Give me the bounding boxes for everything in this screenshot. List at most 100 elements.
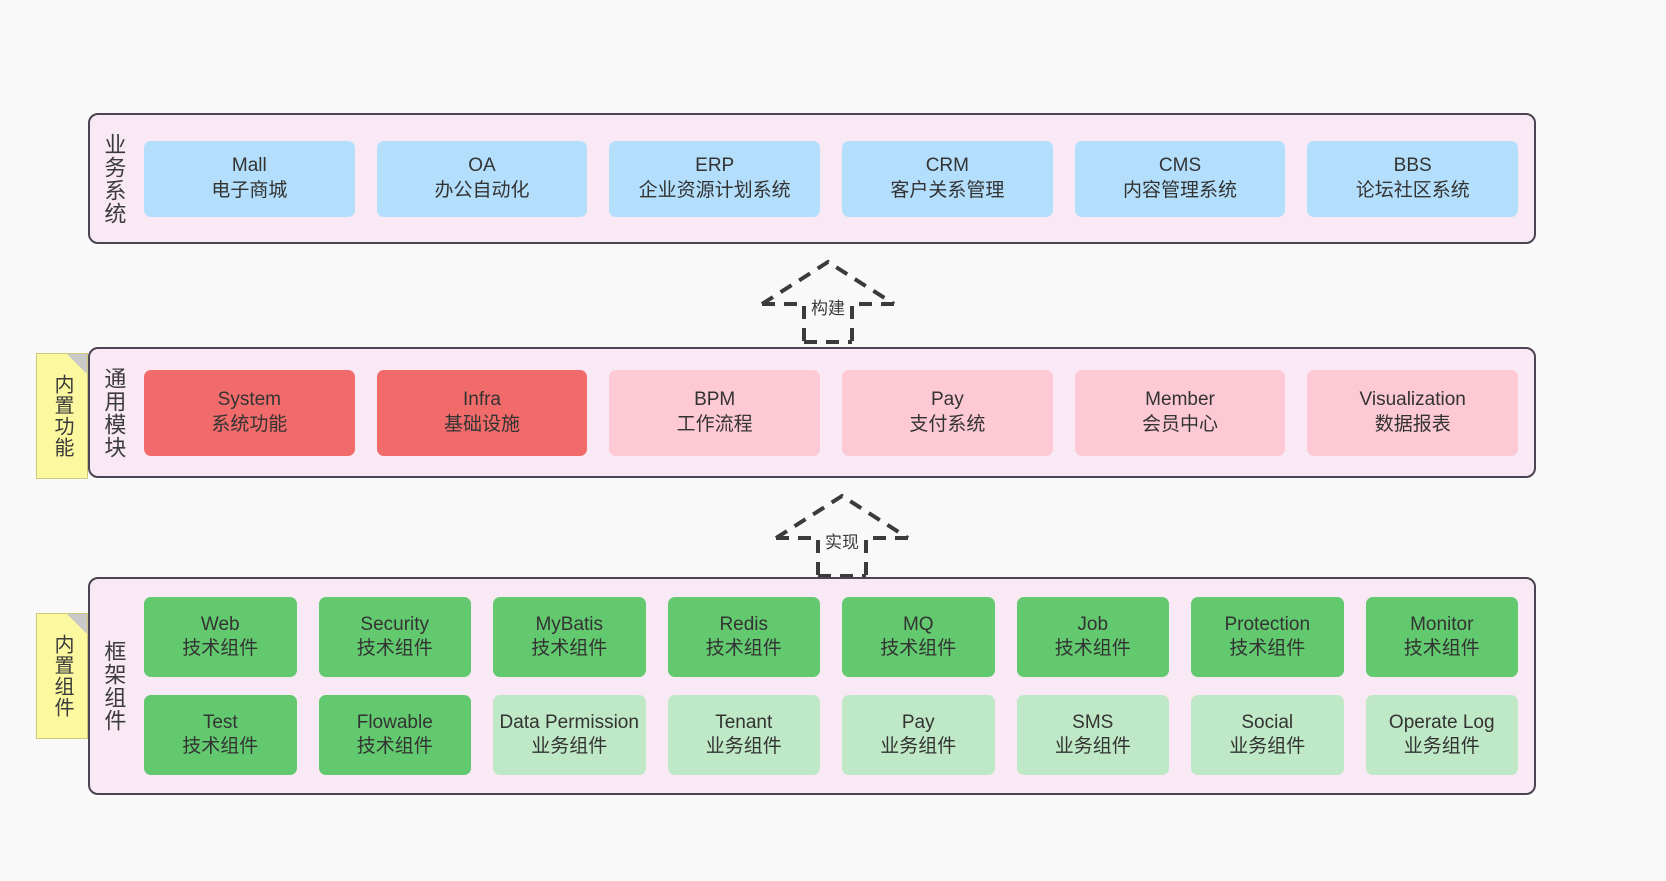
card-subtitle: 技术组件 (182, 638, 259, 659)
layer-framework-components: 框架组件 Web 技术组件 Security 技术组件 MyBatis 技术组件… (88, 577, 1536, 795)
card-title: Security (360, 613, 430, 635)
card-subtitle: 支付系统 (909, 413, 986, 435)
card-mq[interactable]: MQ 技术组件 (842, 597, 995, 677)
card-subtitle: 论坛社区系统 (1355, 179, 1470, 201)
card-sms[interactable]: SMS 业务组件 (1016, 695, 1169, 775)
card-subtitle: 会员中心 (1142, 413, 1219, 435)
card-monitor[interactable]: Monitor 技术组件 (1365, 597, 1518, 677)
card-subtitle: 技术组件 (356, 638, 433, 659)
build-arrow-icon (760, 259, 896, 344)
layer-title-framework-components: 框架组件 (101, 640, 127, 732)
card-operate-log[interactable]: Operate Log 业务组件 (1365, 695, 1518, 775)
card-mybatis[interactable]: MyBatis 技术组件 (493, 597, 646, 677)
card-title: Test (202, 711, 238, 733)
sticky-note-label: 内置功能 (51, 374, 73, 458)
implement-arrow-icon (774, 493, 910, 578)
card-title: SMS (1072, 711, 1114, 733)
sticky-note-builtin-features: 内置功能 (36, 353, 88, 479)
card-title: MQ (902, 613, 934, 635)
card-subtitle: 技术组件 (1229, 638, 1306, 659)
card-title: Mall (231, 155, 267, 177)
card-subtitle: 系统功能 (211, 413, 288, 435)
layer-common-modules: 通用模块 System 系统功能 Infra 基础设施 BPM 工作流程 Pay… (88, 347, 1536, 478)
card-subtitle: 技术组件 (880, 638, 957, 659)
card-redis[interactable]: Redis 技术组件 (667, 597, 820, 677)
card-subtitle: 内容管理系统 (1123, 179, 1238, 201)
card-subtitle: 电子商城 (211, 179, 288, 201)
connector-build-label: 构建 (811, 299, 845, 318)
card-web[interactable]: Web 技术组件 (144, 597, 297, 677)
card-bpm[interactable]: BPM 工作流程 (609, 369, 821, 456)
card-title: Infra (462, 389, 502, 411)
card-subtitle: 工作流程 (676, 413, 753, 435)
card-subtitle: 业务组件 (1054, 736, 1131, 757)
card-data-permission[interactable]: Data Permission 业务组件 (493, 695, 646, 775)
card-bbs[interactable]: BBS 论坛社区系统 (1307, 140, 1519, 217)
card-group-business-systems: Mall 电子商城 OA 办公自动化 ERP 企业资源计划系统 CRM 客户关系… (136, 115, 1534, 242)
card-title: Operate Log (1388, 711, 1495, 733)
card-group-common-modules: System 系统功能 Infra 基础设施 BPM 工作流程 Pay 支付系统… (136, 349, 1534, 476)
card-subtitle: 业务组件 (531, 736, 608, 757)
sticky-note-label: 内置组件 (51, 634, 73, 718)
card-subtitle: 业务组件 (1229, 736, 1306, 757)
card-subtitle: 客户关系管理 (890, 179, 1005, 201)
card-subtitle: 技术组件 (705, 638, 782, 659)
connector-implement: 实现 (766, 490, 918, 578)
card-title: CRM (925, 155, 969, 177)
card-infra[interactable]: Infra 基础设施 (376, 369, 588, 456)
card-tenant[interactable]: Tenant 业务组件 (667, 695, 820, 775)
card-subtitle: 办公自动化 (434, 179, 530, 201)
connector-implement-label: 实现 (825, 533, 859, 552)
card-member[interactable]: Member 会员中心 (1074, 369, 1286, 456)
card-flowable[interactable]: Flowable 技术组件 (318, 695, 471, 775)
layer-title-business-systems: 业务系统 (101, 132, 127, 225)
card-pay-component[interactable]: Pay 业务组件 (842, 695, 995, 775)
framework-row-business: Test 技术组件 Flowable 技术组件 Data Permission … (144, 695, 1518, 775)
card-title: Job (1077, 613, 1109, 635)
card-title: CMS (1158, 155, 1202, 177)
card-oa[interactable]: OA 办公自动化 (376, 140, 588, 217)
card-subtitle: 技术组件 (182, 736, 259, 757)
card-job[interactable]: Job 技术组件 (1016, 597, 1169, 677)
card-social[interactable]: Social 业务组件 (1191, 695, 1344, 775)
card-erp[interactable]: ERP 企业资源计划系统 (609, 140, 821, 217)
card-title: System (217, 389, 282, 411)
card-title: Visualization (1359, 389, 1466, 411)
card-title: Monitor (1410, 613, 1474, 635)
sticky-note-builtin-components: 内置组件 (36, 613, 88, 739)
card-title: Member (1145, 389, 1215, 411)
card-visualization[interactable]: Visualization 数据报表 (1307, 369, 1519, 456)
card-title: Tenant (715, 711, 773, 733)
card-title: Protection (1224, 613, 1311, 635)
card-security[interactable]: Security 技术组件 (318, 597, 471, 677)
card-title: Social (1241, 711, 1294, 733)
card-cms[interactable]: CMS 内容管理系统 (1074, 140, 1286, 217)
layer-business-systems: 业务系统 Mall 电子商城 OA 办公自动化 ERP 企业资源计划系统 CRM… (88, 113, 1536, 244)
note-fold-corner (67, 354, 87, 374)
note-fold-corner (67, 614, 87, 634)
card-mall[interactable]: Mall 电子商城 (144, 140, 355, 217)
card-title: Redis (719, 613, 769, 635)
card-subtitle: 技术组件 (1054, 638, 1131, 659)
layer-title-common-modules: 通用模块 (101, 366, 127, 459)
card-title: MyBatis (535, 613, 604, 635)
card-pay-module[interactable]: Pay 支付系统 (842, 369, 1053, 456)
card-title: ERP (695, 155, 735, 177)
card-subtitle: 基础设施 (444, 413, 521, 435)
card-subtitle: 业务组件 (880, 736, 957, 757)
card-title: OA (468, 155, 496, 177)
card-subtitle: 技术组件 (531, 638, 608, 659)
card-title: Pay (930, 389, 964, 411)
card-subtitle: 业务组件 (705, 736, 782, 757)
card-title: BPM (694, 389, 736, 411)
card-system[interactable]: System 系统功能 (144, 369, 355, 456)
card-title: BBS (1393, 155, 1432, 177)
card-title: Data Permission (499, 711, 639, 733)
framework-row-technical: Web 技术组件 Security 技术组件 MyBatis 技术组件 Redi… (144, 597, 1518, 677)
card-crm[interactable]: CRM 客户关系管理 (842, 140, 1053, 217)
card-test[interactable]: Test 技术组件 (144, 695, 297, 775)
card-title: Web (200, 613, 240, 635)
card-group-framework-components: Web 技术组件 Security 技术组件 MyBatis 技术组件 Redi… (136, 579, 1534, 793)
card-protection[interactable]: Protection 技术组件 (1191, 597, 1344, 677)
